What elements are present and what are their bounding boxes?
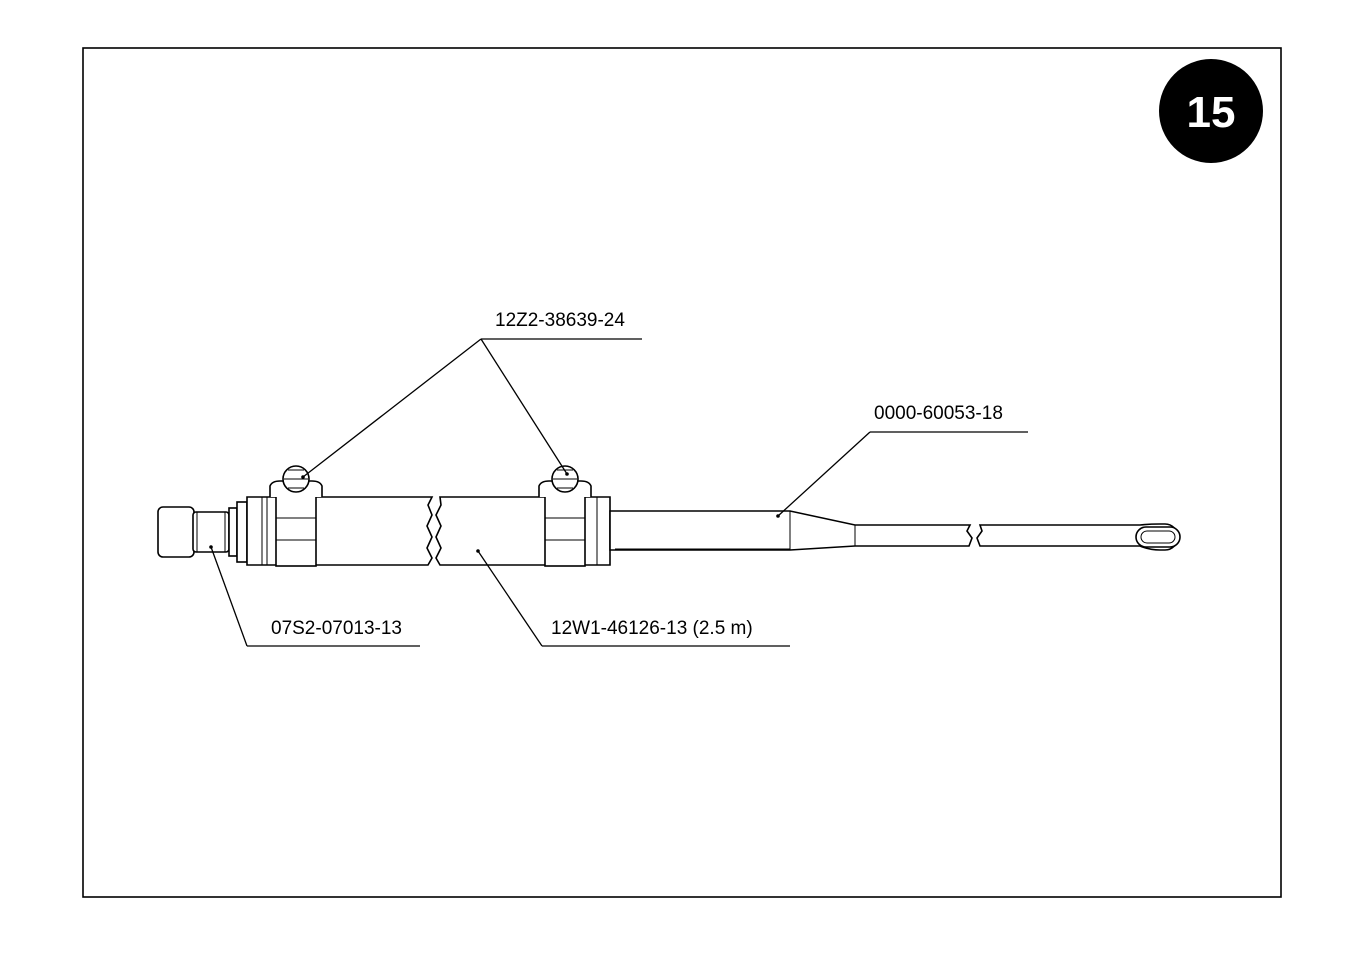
label-probe-tube: 0000-60053-18 — [874, 403, 1003, 424]
hose-left-section — [246, 496, 434, 566]
leader-lines — [209, 338, 1028, 647]
probe-tube — [609, 510, 1181, 551]
quick-coupling — [157, 501, 248, 563]
page-number: 15 — [1187, 88, 1236, 137]
hose-clamp-left — [269, 465, 323, 567]
label-hose: 12W1-46126-13 (2.5 m) — [551, 618, 753, 639]
page-frame — [82, 47, 1282, 898]
page-number-badge: 15 — [1159, 59, 1263, 163]
hose-assembly — [157, 465, 1181, 567]
label-hose-clamps: 12Z2-38639-24 — [495, 310, 625, 331]
hose-clamp-right — [538, 465, 592, 567]
label-quick-coupling: 07S2-07013-13 — [271, 618, 402, 639]
